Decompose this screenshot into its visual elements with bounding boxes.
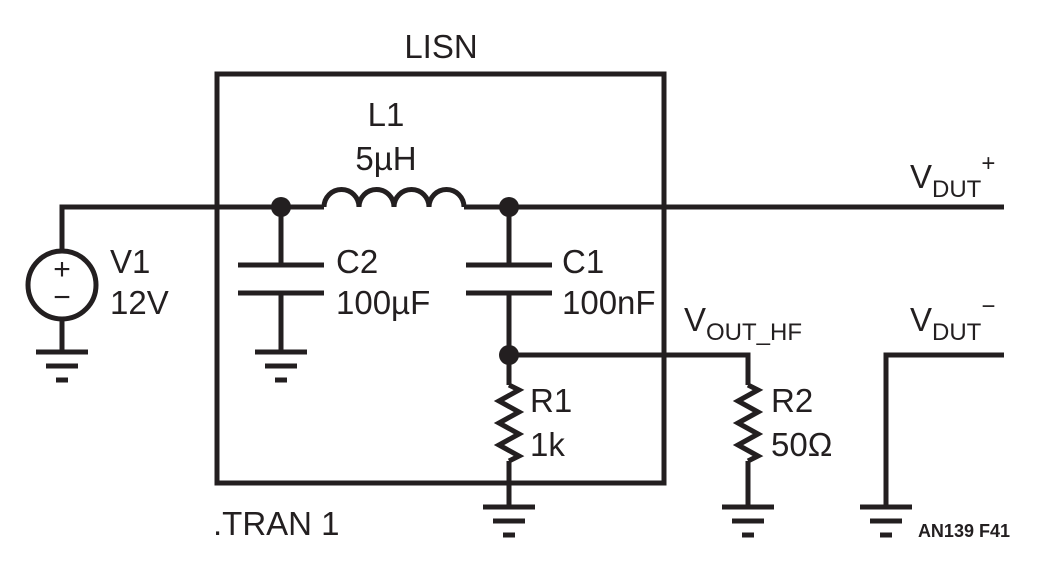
sim-directive: .TRAN 1 (213, 505, 340, 542)
vdut-minus-label: VDUT− (910, 293, 995, 346)
r1-value: 1k (530, 426, 565, 463)
capacitor-c1 (466, 262, 552, 296)
v1-minus-sign: − (53, 281, 71, 314)
r2-ref: R2 (771, 382, 813, 419)
lisn-box (214, 71, 667, 486)
v1-ref: V1 (110, 243, 150, 280)
ground-icon (722, 504, 774, 538)
wire-vdut-minus (883, 352, 1004, 507)
v1-value: 12V (110, 284, 169, 321)
vout-hf-label: VOUT_HF (684, 301, 802, 346)
r1-ref: R1 (530, 382, 572, 419)
l1-value: 5µH (355, 140, 416, 177)
figure-id: AN139 F41 (918, 521, 1010, 541)
wire-vout-to-r2 (509, 352, 751, 385)
ground-icon (36, 349, 88, 383)
vdut-plus-label: VDUT+ (910, 150, 995, 203)
ground-icon (255, 349, 307, 383)
c2-ref: C2 (336, 243, 378, 280)
ground-icon (860, 504, 912, 538)
wire-v1-to-l1 (59, 204, 324, 252)
resistor-r2 (732, 382, 764, 464)
inductor-l1 (321, 187, 467, 208)
l1-ref: L1 (368, 96, 405, 133)
resistor-r1 (493, 382, 525, 464)
c2-value: 100µF (336, 284, 430, 321)
r2-value: 50Ω (771, 426, 832, 463)
v1-plus-sign: + (53, 253, 71, 286)
capacitor-c2 (238, 262, 324, 296)
ground-icon (483, 504, 535, 538)
c1-value: 100nF (562, 284, 656, 321)
c1-ref: C1 (562, 243, 604, 280)
lisn-title: LISN (404, 28, 477, 65)
